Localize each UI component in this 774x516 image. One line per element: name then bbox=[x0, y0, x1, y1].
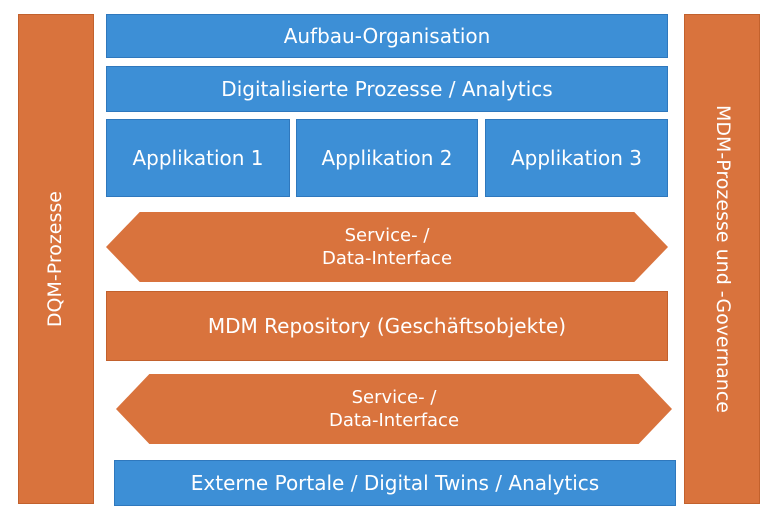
externe-portale-bar: Externe Portale / Digital Twins / Analyt… bbox=[114, 460, 676, 506]
applikation-3-box: Applikation 3 bbox=[485, 119, 668, 197]
digitalisierte-prozesse-bar: Digitalisierte Prozesse / Analytics bbox=[106, 66, 668, 112]
mdm-governance-label: MDM-Prozesse und -Governance bbox=[711, 105, 734, 413]
interface-lower-line1: Service- / bbox=[351, 386, 437, 408]
applikation-1-box: Applikation 1 bbox=[106, 119, 290, 197]
interface-upper-line2: Data-Interface bbox=[321, 248, 453, 269]
applikation-2-box: Applikation 2 bbox=[296, 119, 478, 197]
aufbau-organisation-label: Aufbau-Organisation bbox=[283, 23, 491, 48]
interface-lower-line2: Data-Interface bbox=[328, 410, 460, 431]
applikation-3-label: Applikation 3 bbox=[510, 145, 643, 170]
applikation-2-label: Applikation 2 bbox=[321, 145, 453, 170]
externe-portale-label: Externe Portale / Digital Twins / Analyt… bbox=[190, 470, 600, 495]
service-data-interface-upper: Service- / Data-Interface bbox=[106, 212, 668, 282]
aufbau-organisation-bar: Aufbau-Organisation bbox=[106, 14, 668, 58]
mdm-repository-bar: MDM Repository (Geschäftsobjekte) bbox=[106, 291, 668, 361]
dqm-prozesse-column: DQM-Prozesse bbox=[18, 14, 94, 504]
mdm-governance-column: MDM-Prozesse und -Governance bbox=[684, 14, 760, 504]
interface-upper-line1: Service- / bbox=[344, 224, 430, 246]
digitalisierte-prozesse-label: Digitalisierte Prozesse / Analytics bbox=[221, 76, 553, 101]
dqm-prozesse-label: DQM-Prozesse bbox=[44, 190, 67, 328]
service-data-interface-lower: Service- / Data-Interface bbox=[116, 374, 672, 444]
mdm-repository-label: MDM Repository (Geschäftsobjekte) bbox=[207, 313, 567, 338]
applikation-1-label: Applikation 1 bbox=[132, 145, 264, 170]
